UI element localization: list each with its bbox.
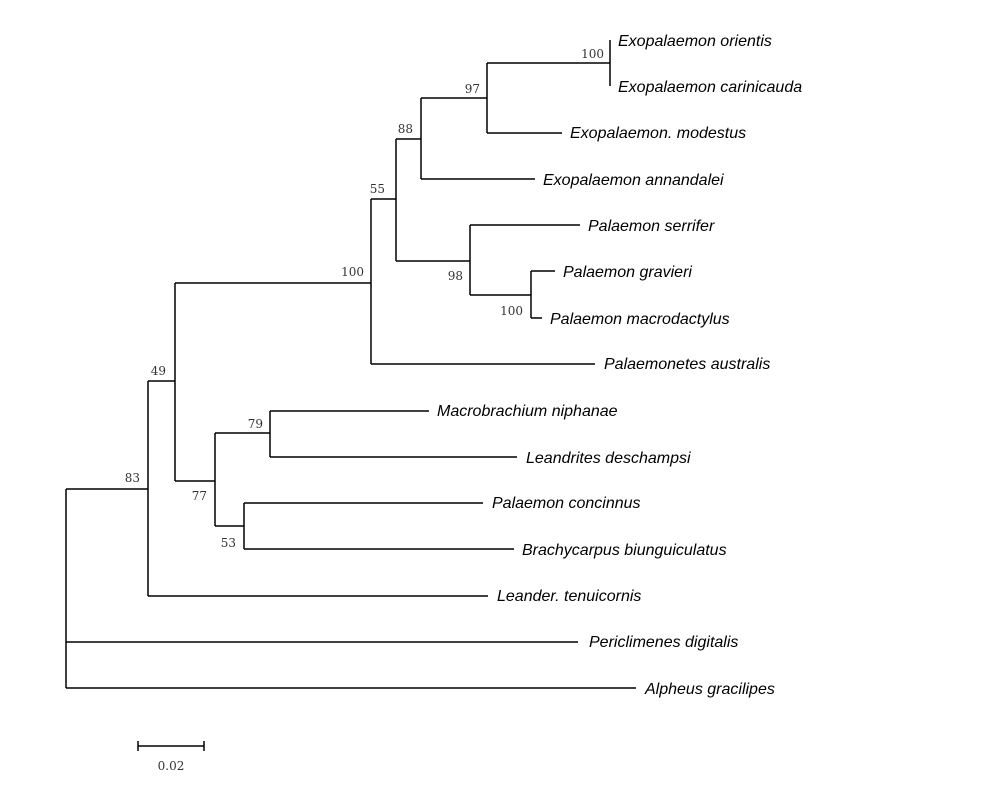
support-value: 83	[125, 471, 140, 485]
taxon-label: Brachycarpus biunguiculatus	[522, 542, 727, 559]
support-values: 100 97 88 55 98 100 100 79 77 53 49 83	[125, 47, 604, 550]
support-value: 49	[151, 364, 166, 378]
taxon-label: Palaemon gravieri	[563, 264, 692, 281]
scale-bar: 0.02	[137, 741, 205, 773]
taxon-label: Leander. tenuicornis	[497, 588, 641, 605]
taxon-labels: Exopalaemon orientis Exopalaemon carinic…	[437, 33, 802, 698]
support-value: 97	[465, 82, 480, 96]
support-value: 100	[500, 304, 523, 318]
taxon-label: Leandrites deschampsi	[526, 450, 691, 467]
taxon-label: Periclimenes digitalis	[589, 634, 738, 651]
support-value: 79	[248, 417, 263, 431]
taxon-label: Palaemon concinnus	[492, 495, 641, 512]
support-value: 98	[448, 269, 463, 283]
support-value: 100	[341, 265, 364, 279]
support-value: 55	[370, 182, 385, 196]
taxon-label: Exopalaemon orientis	[618, 33, 772, 50]
scale-bar-label: 0.02	[158, 759, 185, 773]
taxon-label: Palaemon serrifer	[588, 218, 715, 235]
taxon-label: Macrobrachium niphanae	[437, 403, 618, 420]
support-value: 100	[581, 47, 604, 61]
support-value: 77	[192, 489, 207, 503]
tree-branches	[65, 40, 636, 689]
support-value: 88	[398, 122, 413, 136]
taxon-label: Exopalaemon annandalei	[543, 172, 724, 189]
taxon-label: Alpheus gracilipes	[644, 681, 775, 698]
support-value: 53	[221, 536, 236, 550]
taxon-label: Palaemonetes australis	[604, 356, 770, 373]
taxon-label: Palaemon macrodactylus	[550, 311, 730, 328]
taxon-label: Exopalaemon carinicauda	[618, 79, 802, 96]
taxon-label: Exopalaemon. modestus	[570, 125, 746, 142]
